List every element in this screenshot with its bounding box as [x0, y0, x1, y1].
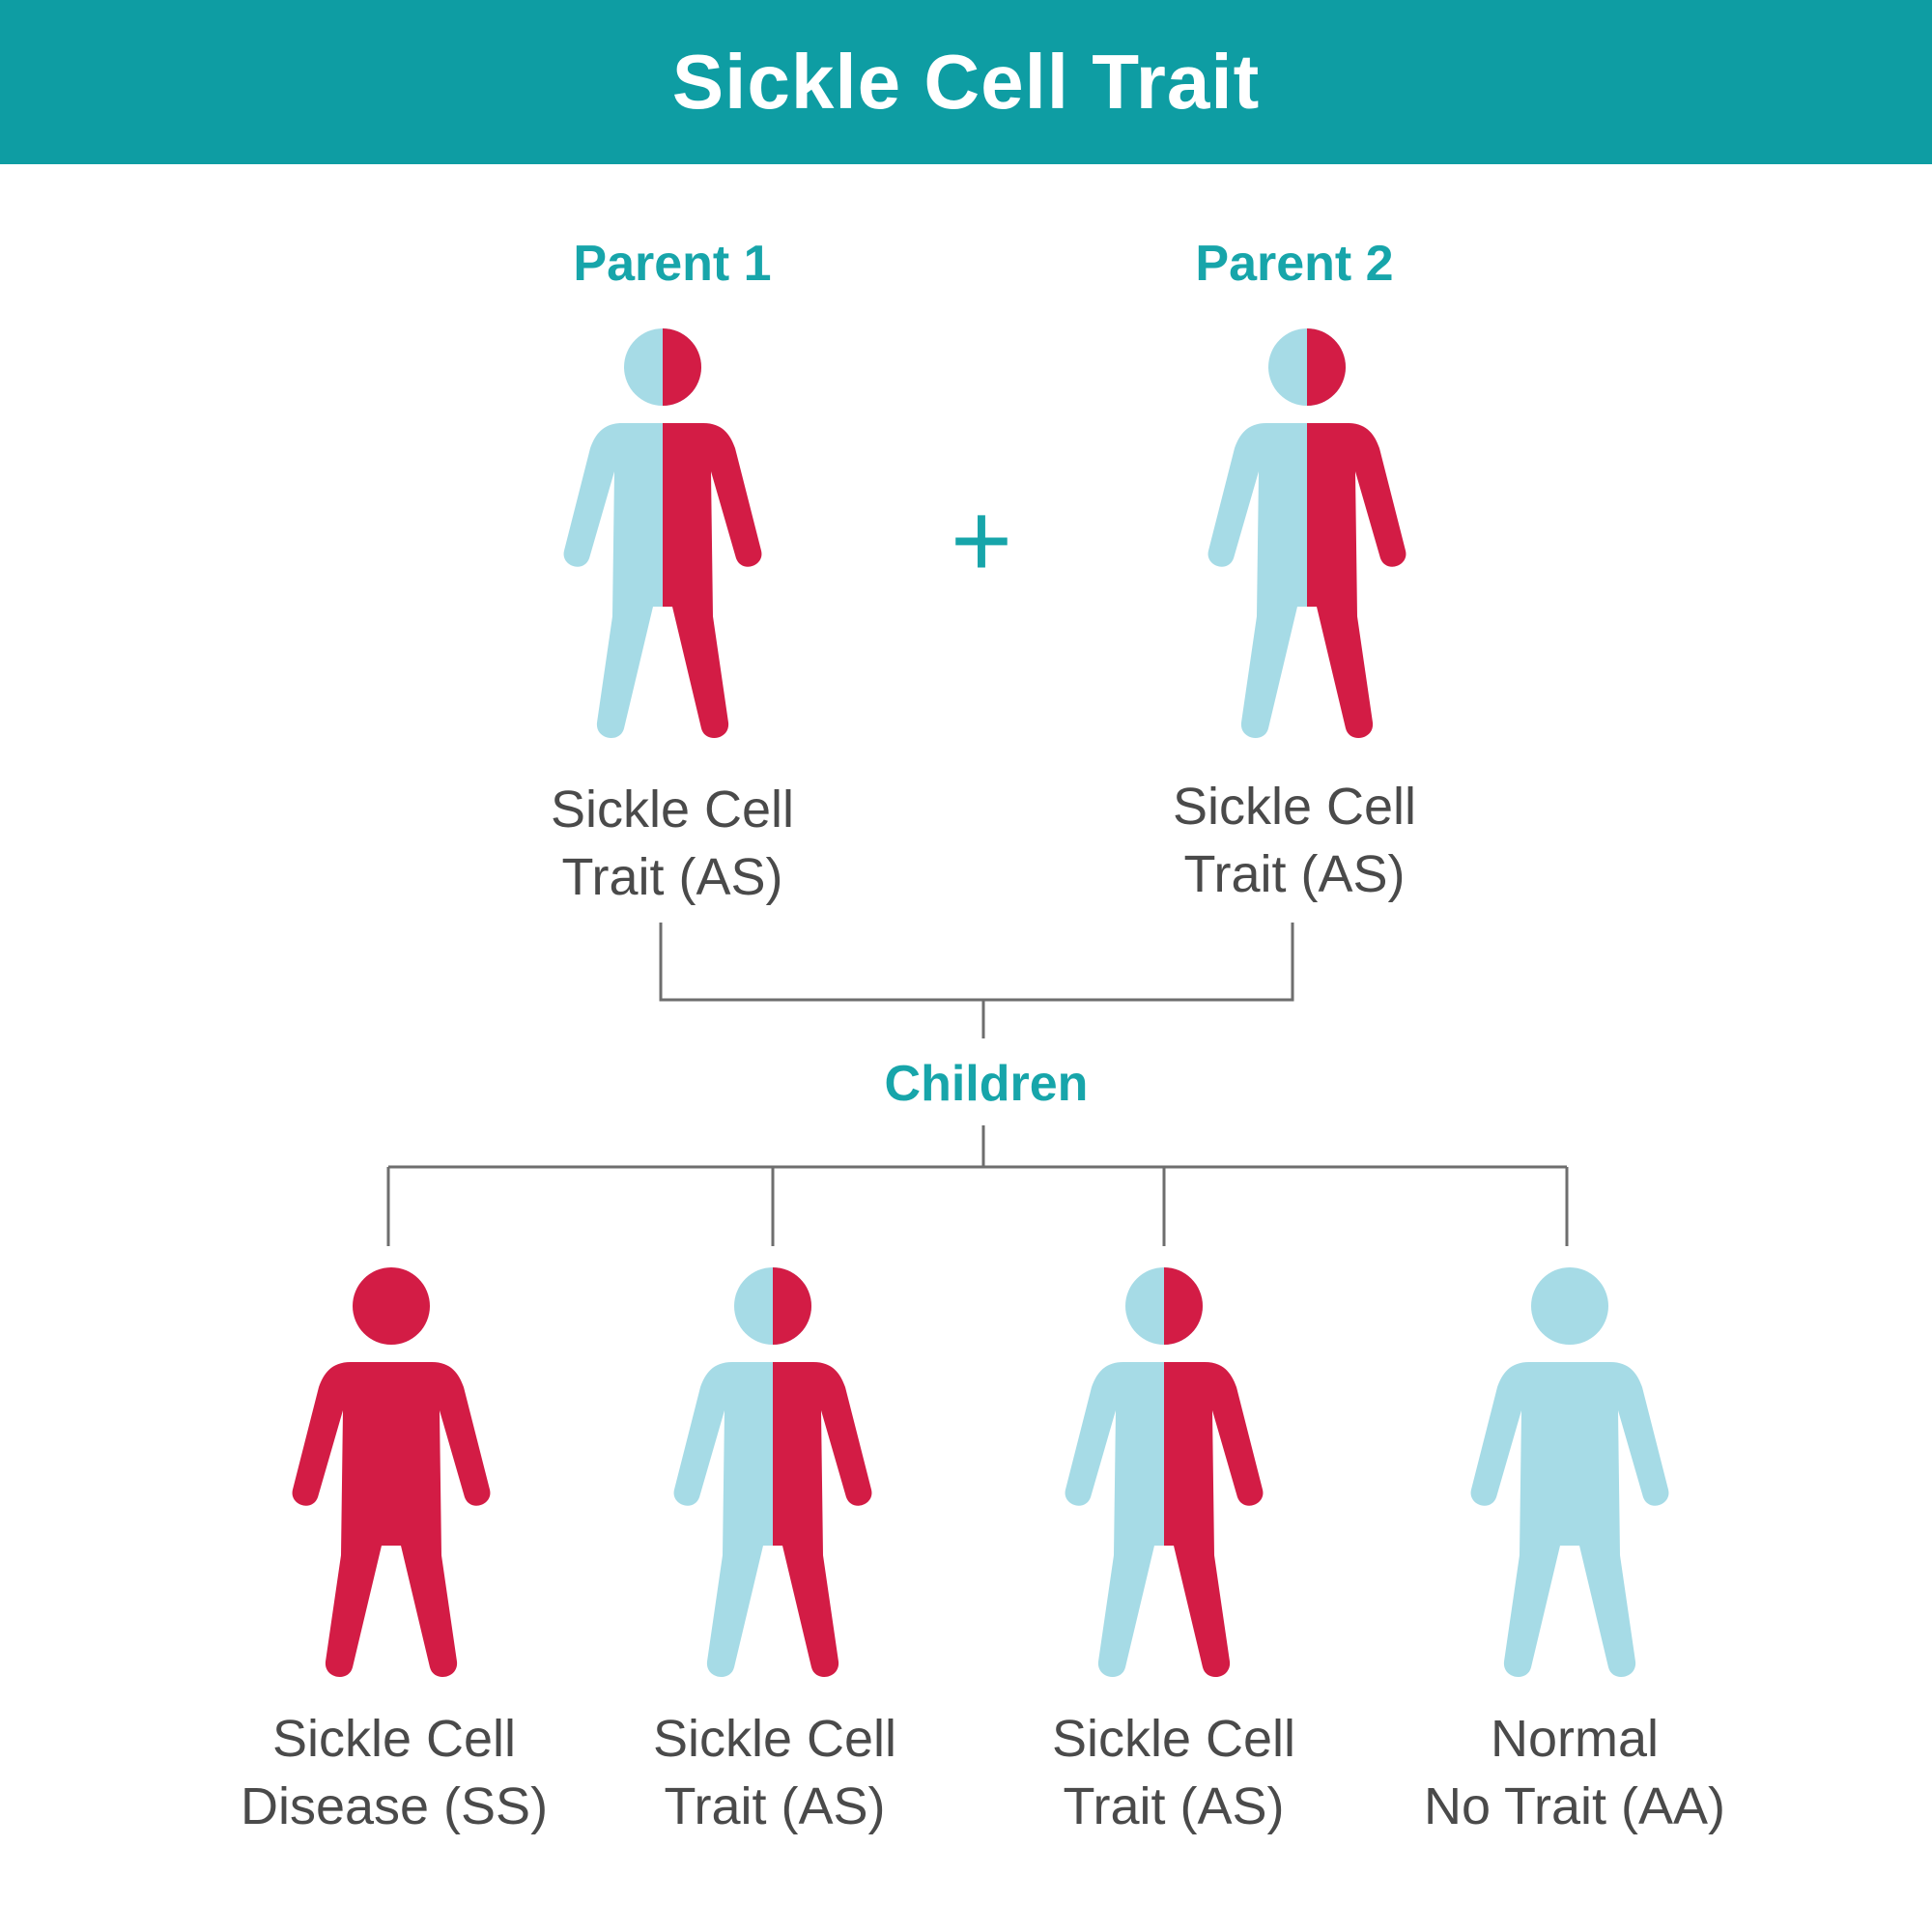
child-2-figure [673, 1267, 872, 1678]
plus-icon: + [950, 481, 1013, 600]
child-1-figure [292, 1267, 491, 1678]
parent-2-heading: Parent 2 [1195, 236, 1394, 292]
child-3-label-line2: Trait (AS) [1063, 1777, 1285, 1835]
figure-head-right [1164, 1267, 1203, 1345]
parent-2-figure [1208, 328, 1406, 739]
figure-body-left [1208, 423, 1307, 739]
parent-1-label-line1: Sickle Cell [550, 781, 795, 838]
child-4-figure [1470, 1267, 1669, 1678]
figure-head-right [663, 328, 701, 406]
parent-1-label: Sickle Cell Trait (AS) [489, 776, 856, 911]
figure-body-left [1065, 1362, 1164, 1678]
figure-body [1470, 1362, 1669, 1678]
figure-body-right [773, 1362, 872, 1678]
parent-1-figure [563, 328, 762, 739]
parent-2-label-line1: Sickle Cell [1172, 778, 1417, 836]
parent-2-label-line2: Trait (AS) [1183, 845, 1406, 903]
figure-head-right [773, 1267, 811, 1345]
child-4-label-line1: Normal [1490, 1710, 1660, 1768]
child-2-label-line1: Sickle Cell [652, 1710, 897, 1768]
figure-body-right [1164, 1362, 1264, 1678]
figure-body-right [663, 423, 762, 739]
child-1-label-line1: Sickle Cell [271, 1710, 517, 1768]
figure-sickle-full [292, 1267, 491, 1678]
child-1-label-line2: Disease (SS) [240, 1777, 549, 1835]
figure-sickle-half [663, 328, 762, 739]
child-3-label-line1: Sickle Cell [1051, 1710, 1296, 1768]
figure-sickle-half [1307, 328, 1406, 739]
figure-body [292, 1362, 491, 1678]
figure-body-left [563, 423, 663, 739]
figure-head [1531, 1267, 1608, 1345]
parent-1-label-line2: Trait (AS) [561, 848, 783, 906]
child-2-label-line2: Trait (AS) [664, 1777, 886, 1835]
child-4-label: Normal No Trait (AA) [1372, 1705, 1777, 1840]
figure-sickle-half [1164, 1267, 1264, 1678]
parent-1-heading: Parent 1 [573, 236, 772, 292]
figure-normal-full [1470, 1267, 1669, 1678]
parents-connector-line [659, 923, 1294, 1002]
child-4-label-line2: No Trait (AA) [1423, 1777, 1726, 1835]
figure-head-right [1307, 328, 1346, 406]
figure-body-right [1307, 423, 1406, 739]
children-heading: Children [884, 1056, 1089, 1112]
child-3-figure [1065, 1267, 1264, 1678]
page-title: Sickle Cell Trait [671, 39, 1261, 125]
child-1-label: Sickle Cell Disease (SS) [191, 1705, 597, 1840]
child-2-label: Sickle Cell Trait (AS) [591, 1705, 958, 1840]
header-banner: Sickle Cell Trait [0, 0, 1932, 164]
figure-body-left [673, 1362, 773, 1678]
parent-2-label: Sickle Cell Trait (AS) [1111, 773, 1478, 908]
figure-head [353, 1267, 430, 1345]
child-3-label: Sickle Cell Trait (AS) [990, 1705, 1357, 1840]
figure-sickle-half [773, 1267, 872, 1678]
